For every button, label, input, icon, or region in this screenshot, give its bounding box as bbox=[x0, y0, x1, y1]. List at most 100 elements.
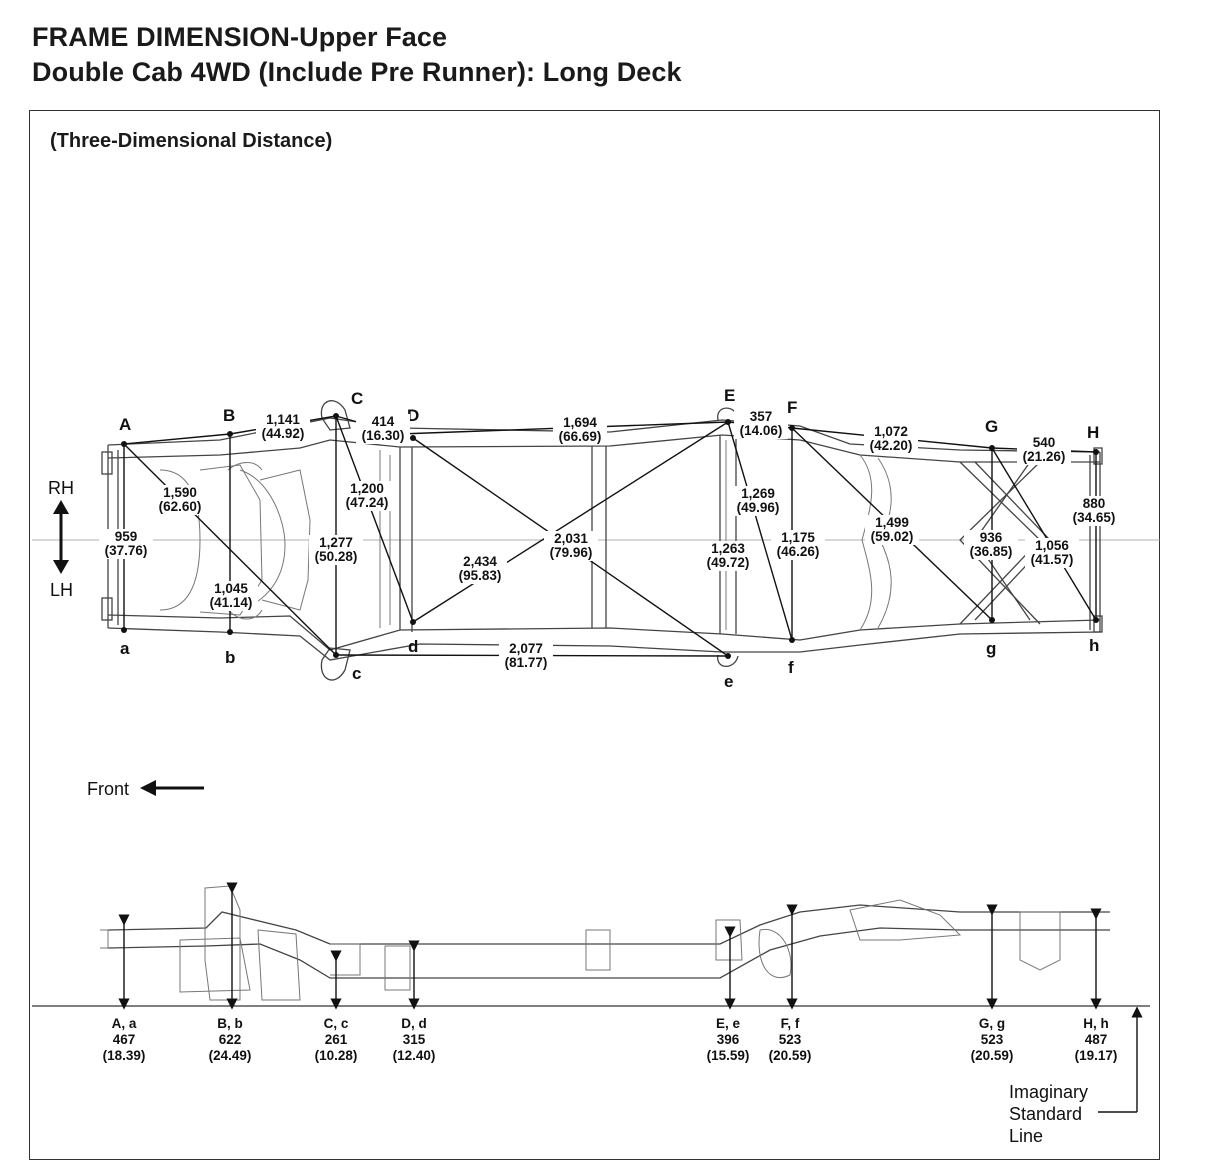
point-label: f bbox=[788, 658, 794, 677]
point-label: A bbox=[119, 415, 131, 434]
dimension-label: 2,434(95.83) bbox=[453, 554, 507, 584]
dimension-in: (42.20) bbox=[870, 438, 913, 453]
height-point: B, b bbox=[217, 1016, 243, 1031]
height-in: (20.59) bbox=[971, 1048, 1014, 1063]
point-label: H bbox=[1087, 423, 1099, 442]
height-mm: 523 bbox=[779, 1032, 802, 1047]
dimension-label: 2,031(79.96) bbox=[544, 531, 598, 561]
dimension-in: (44.92) bbox=[262, 426, 305, 441]
dimension-label: 1,175(46.26) bbox=[771, 530, 825, 560]
dimension-mm: 1,045 bbox=[214, 581, 248, 596]
dimension-mm: 1,200 bbox=[350, 481, 384, 496]
height-point: C, c bbox=[324, 1016, 349, 1031]
dimension-label: 540(21.26) bbox=[1017, 435, 1071, 465]
page-title: FRAME DIMENSION-Upper Face bbox=[32, 22, 448, 52]
dimension-mm: 1,072 bbox=[874, 424, 908, 439]
dimension-label: 1,694(66.69) bbox=[553, 415, 607, 445]
imaginary-line-text: Imaginary bbox=[1009, 1082, 1088, 1102]
dimension-label: 1,056(41.57) bbox=[1025, 538, 1079, 568]
dimension-label: 1,590(62.60) bbox=[153, 485, 207, 515]
height-mm: 315 bbox=[403, 1032, 426, 1047]
dimension-label: 2,077(81.77) bbox=[499, 641, 553, 671]
dimension-label: 1,263(49.72) bbox=[701, 541, 755, 571]
dimension-in: (66.69) bbox=[559, 429, 602, 444]
dimension-mm: 1,499 bbox=[875, 515, 909, 530]
height-in: (10.28) bbox=[315, 1048, 358, 1063]
height-arrows bbox=[118, 882, 1143, 1113]
height-point: E, e bbox=[716, 1016, 741, 1031]
dimension-label: 1,269(49.96) bbox=[731, 486, 785, 516]
dimension-mm: 1,694 bbox=[563, 415, 597, 430]
dimension-in: (46.26) bbox=[777, 544, 820, 559]
dimension-mm: 959 bbox=[115, 529, 138, 544]
point-label: E bbox=[724, 386, 735, 405]
dimension-in: (49.96) bbox=[737, 500, 780, 515]
height-mm: 261 bbox=[325, 1032, 348, 1047]
dimension-label: 1,499(59.02) bbox=[865, 515, 919, 545]
point-label: e bbox=[724, 672, 733, 691]
dimension-mm: 540 bbox=[1033, 435, 1056, 450]
point-label: F bbox=[787, 398, 797, 417]
point-labels-lower: a b c d e f g h bbox=[120, 636, 1099, 691]
dimension-mm: 1,263 bbox=[711, 541, 745, 556]
dimension-in: (59.02) bbox=[871, 529, 914, 544]
dimension-label: 1,277(50.28) bbox=[309, 535, 363, 565]
dimension-mm: 1,277 bbox=[319, 535, 353, 550]
rh-lh-indicator: RH LH bbox=[48, 478, 74, 600]
height-mm: 622 bbox=[219, 1032, 242, 1047]
height-point: H, h bbox=[1083, 1016, 1109, 1031]
point-label: D bbox=[407, 406, 419, 425]
page-subtitle: Double Cab 4WD (Include Pre Runner): Lon… bbox=[32, 57, 682, 87]
dimension-mm: 936 bbox=[980, 530, 1003, 545]
imaginary-line-text: Line bbox=[1009, 1126, 1043, 1146]
height-in: (20.59) bbox=[769, 1048, 812, 1063]
dimension-mm: 2,031 bbox=[554, 531, 588, 546]
height-mm: 396 bbox=[717, 1032, 740, 1047]
dimension-in: (49.72) bbox=[707, 555, 750, 570]
dimension-label: 880(34.65) bbox=[1067, 496, 1121, 526]
dimension-in: (36.85) bbox=[970, 544, 1013, 559]
height-in: (19.17) bbox=[1075, 1048, 1118, 1063]
diagram-subtitle: (Three-Dimensional Distance) bbox=[50, 130, 333, 152]
dimension-in: (21.26) bbox=[1023, 449, 1066, 464]
dimension-mm: 2,077 bbox=[509, 641, 543, 656]
dimension-label: 1,072(42.20) bbox=[864, 424, 918, 454]
height-in: (24.49) bbox=[209, 1048, 252, 1063]
height-point: A, a bbox=[112, 1016, 137, 1031]
point-labels-upper: A B C D E F G H bbox=[119, 386, 1099, 442]
imaginary-standard-line-label: Imaginary Standard Line bbox=[1009, 1082, 1088, 1146]
point-label: a bbox=[120, 639, 130, 658]
dimension-mm: 1,056 bbox=[1035, 538, 1069, 553]
dimension-mm: 414 bbox=[372, 414, 395, 429]
dimension-in: (50.28) bbox=[315, 549, 358, 564]
dimension-in: (16.30) bbox=[362, 428, 405, 443]
arrow-up-icon bbox=[53, 500, 69, 514]
dimension-mm: 1,141 bbox=[266, 412, 300, 427]
point-label: g bbox=[986, 639, 996, 658]
dimension-in: (95.83) bbox=[459, 568, 502, 583]
dimension-in: (34.65) bbox=[1073, 510, 1116, 525]
dimension-label: 357(14.06) bbox=[734, 409, 788, 439]
dimension-in: (37.76) bbox=[105, 543, 148, 558]
point-label: h bbox=[1089, 636, 1099, 655]
dimension-mm: 1,269 bbox=[741, 486, 775, 501]
height-point: G, g bbox=[979, 1016, 1005, 1031]
height-point: F, f bbox=[781, 1016, 800, 1031]
point-label: C bbox=[351, 389, 363, 408]
front-indicator: Front bbox=[87, 779, 204, 799]
dimension-label: 414(16.30) bbox=[356, 414, 410, 444]
arrow-left-icon bbox=[140, 780, 156, 796]
dimension-in: (47.24) bbox=[346, 495, 389, 510]
dimension-mm: 357 bbox=[750, 409, 773, 424]
point-label: B bbox=[223, 406, 235, 425]
dimension-in: (79.96) bbox=[550, 545, 593, 560]
height-in: (18.39) bbox=[103, 1048, 146, 1063]
point-label: G bbox=[985, 417, 998, 436]
height-in: (15.59) bbox=[707, 1048, 750, 1063]
dimension-in: (81.77) bbox=[505, 655, 548, 670]
dimension-in: (41.57) bbox=[1031, 552, 1074, 567]
dimension-labels: 1,141(44.92) 414(16.30) 1,694(66.69) 357(14… bbox=[99, 409, 1121, 671]
dimension-mm: 1,175 bbox=[781, 530, 815, 545]
